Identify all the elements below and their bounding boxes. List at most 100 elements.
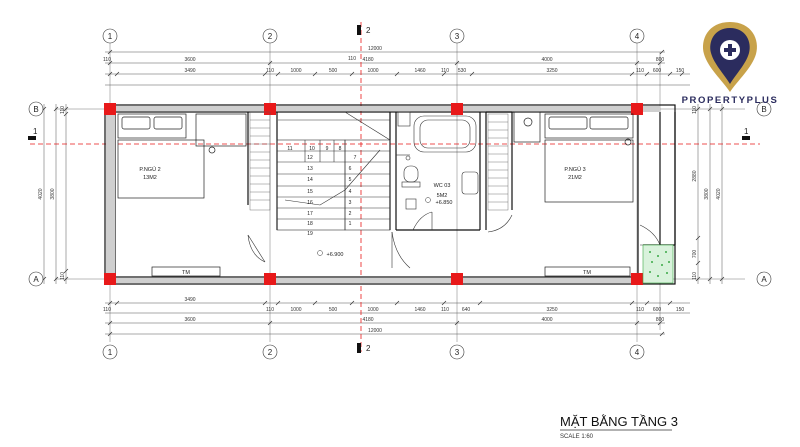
brand-logo [703,22,757,92]
step-18: 18 [307,221,313,227]
dim-left-outer: 4020 [38,188,44,199]
step-14: 14 [307,177,313,183]
step-19: 19 [307,231,313,237]
dim-bottom-r1-b: 4180 [362,317,373,323]
dim-left-small-bottom: 110 [60,272,66,280]
dim-bottom-total: 12000 [368,328,382,334]
dim-top-small-2: 110 [266,68,274,74]
dim-top-r1-b: 4180 [362,57,373,63]
dim-bottom-r1-a: 3600 [184,317,195,323]
step-7: 7 [354,155,357,161]
dim-bottom-r2-i: 150 [676,307,685,313]
grid-lines [55,42,745,342]
walls [104,104,676,285]
staircase [276,111,391,231]
dim-top-r2-a: 3490 [184,68,195,74]
dim-top-r2-d: 1000 [367,68,378,74]
dim-top-total: 12000 [368,46,382,52]
level-marker [317,197,431,256]
dim-top-r2-b: 1000 [290,68,301,74]
grid-label-b-left: B [33,105,38,114]
dim-right-outer: 4020 [716,188,722,199]
stair-handrail [249,111,509,211]
grid-label-2-bottom: 2 [268,348,273,357]
grid-label-4-bottom: 4 [635,348,640,357]
axis-marker-left: 1 [33,127,38,136]
bottom-dimension-lines [105,300,690,337]
wc-fixtures [396,111,479,210]
wall-fills [106,106,660,283]
step-16: 16 [307,200,313,206]
step-5: 5 [349,177,352,183]
dim-right-mid: 3800 [704,188,710,199]
dim-bottom-r2-f: 640 [462,307,471,313]
grid-label-4-top: 4 [635,32,640,41]
grid-label-a-left: A [33,275,39,284]
section-label-bottom: 2 [366,344,371,353]
dim-top-r2-e: 1460 [414,68,425,74]
dim-right-small-top: 110 [692,106,698,114]
dim-top-r2-f: 530 [458,68,467,74]
step-3: 3 [349,200,352,206]
step-10: 10 [309,146,315,152]
brand-name: PROPERTYPLUS [682,95,779,106]
dim-top-r2-h: 600 [653,68,662,74]
dim-bottom-r2-c: 500 [329,307,338,313]
grid-label-3-bottom: 3 [455,348,460,357]
dim-bottom-small-2: 110 [266,307,274,313]
dim-bottom-r2-e: 1460 [414,307,425,313]
structural-columns [104,103,643,285]
plant-dots [649,251,670,277]
wardrobe-label-left: TM [182,270,190,276]
dim-top-small-3: 110 [348,56,356,62]
dim-bottom-r2-a: 3490 [184,297,195,303]
dim-bottom-small-3: 110 [441,307,449,313]
dim-top-small-1: 110 [103,57,111,63]
dim-left-small-top: 110 [60,106,66,114]
section-label-top: 2 [366,26,371,35]
wc-area: 5M2 [437,193,448,199]
step-15: 15 [307,189,313,195]
step-9: 9 [326,146,329,152]
dim-bottom-r1-c: 4000 [541,317,552,323]
grid-label-1-bottom: 1 [108,348,113,357]
step-13: 13 [307,166,313,172]
step-12: 12 [307,155,313,161]
bed2-area: 13M2 [143,175,157,181]
bed-room-2-furniture [117,113,247,277]
bed2-name: P.NGỦ 2 [139,166,160,173]
step-2: 2 [349,211,352,217]
dim-bottom-small-1: 110 [103,307,111,313]
wc-name: WC 03 [434,183,451,189]
plant-box [642,244,674,284]
grid-label-a-right: A [761,275,767,284]
dim-left-inner: 3800 [50,188,56,199]
doors [247,211,661,269]
wardrobe-label-right: TM [583,270,591,276]
bed-room-3-furniture [513,111,634,277]
grid-label-b-right: B [761,105,766,114]
step-17: 17 [307,211,313,217]
step-11: 11 [287,146,292,152]
dim-top-r1-c: 4000 [541,57,552,63]
top-dimension-lines [105,49,690,86]
dim-bottom-r2-b: 1000 [290,307,301,313]
grid-label-3-top: 3 [455,32,460,41]
step-8: 8 [339,146,342,152]
step-1: 1 [349,221,352,227]
drawing-title: MẶT BẰNG TẦNG 3 [560,414,678,429]
dim-bottom-r2-h: 600 [653,307,662,313]
dim-top-small-5: 110 [636,68,644,74]
step-6: 6 [349,166,352,172]
dim-bottom-r2-d: 1000 [367,307,378,313]
section-markers [28,25,750,353]
wc-level: +6.850 [436,200,453,206]
dim-right-b: 700 [692,250,698,259]
bed3-area: 21M2 [568,175,582,181]
dim-top-r2-g: 3250 [546,68,557,74]
dim-top-r2-i: 150 [676,68,685,74]
dim-right-a: 2880 [692,170,698,181]
bed3-name: P.NGỦ 3 [564,166,585,173]
dim-top-r1-d: 800 [656,57,665,63]
